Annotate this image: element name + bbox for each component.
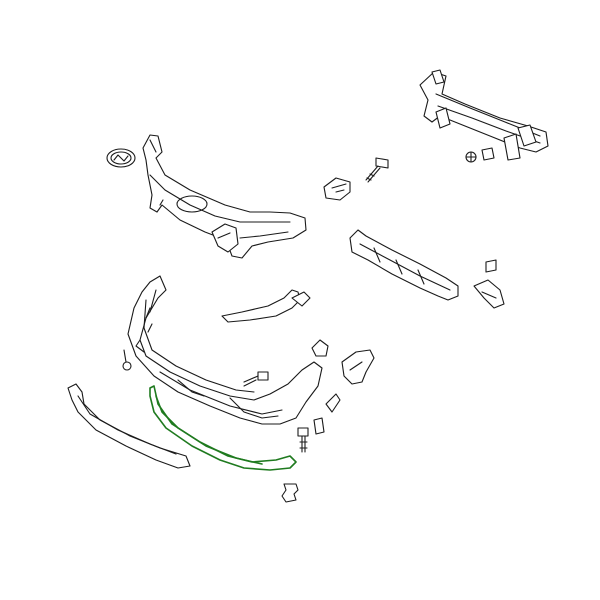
lower-skid-molding-part [67, 383, 191, 469]
bracket-right-part [473, 259, 505, 309]
bracket-small-part [323, 177, 351, 201]
emblem-part [106, 148, 136, 168]
bumper-beam-part [419, 69, 549, 161]
side-garnish-strip-part [221, 289, 311, 323]
absorber-foam-part [349, 229, 459, 301]
grille-side-bracket-part [211, 223, 239, 253]
beam-bolts [365, 147, 495, 183]
radiator-grille-part [142, 134, 307, 259]
clip-part [311, 339, 329, 357]
bumper-bolts [122, 349, 341, 503]
fog-lamp-cover-part [341, 349, 375, 385]
lower-lip-strip-part [149, 385, 297, 471]
front-bumper-cover-part [127, 275, 323, 425]
